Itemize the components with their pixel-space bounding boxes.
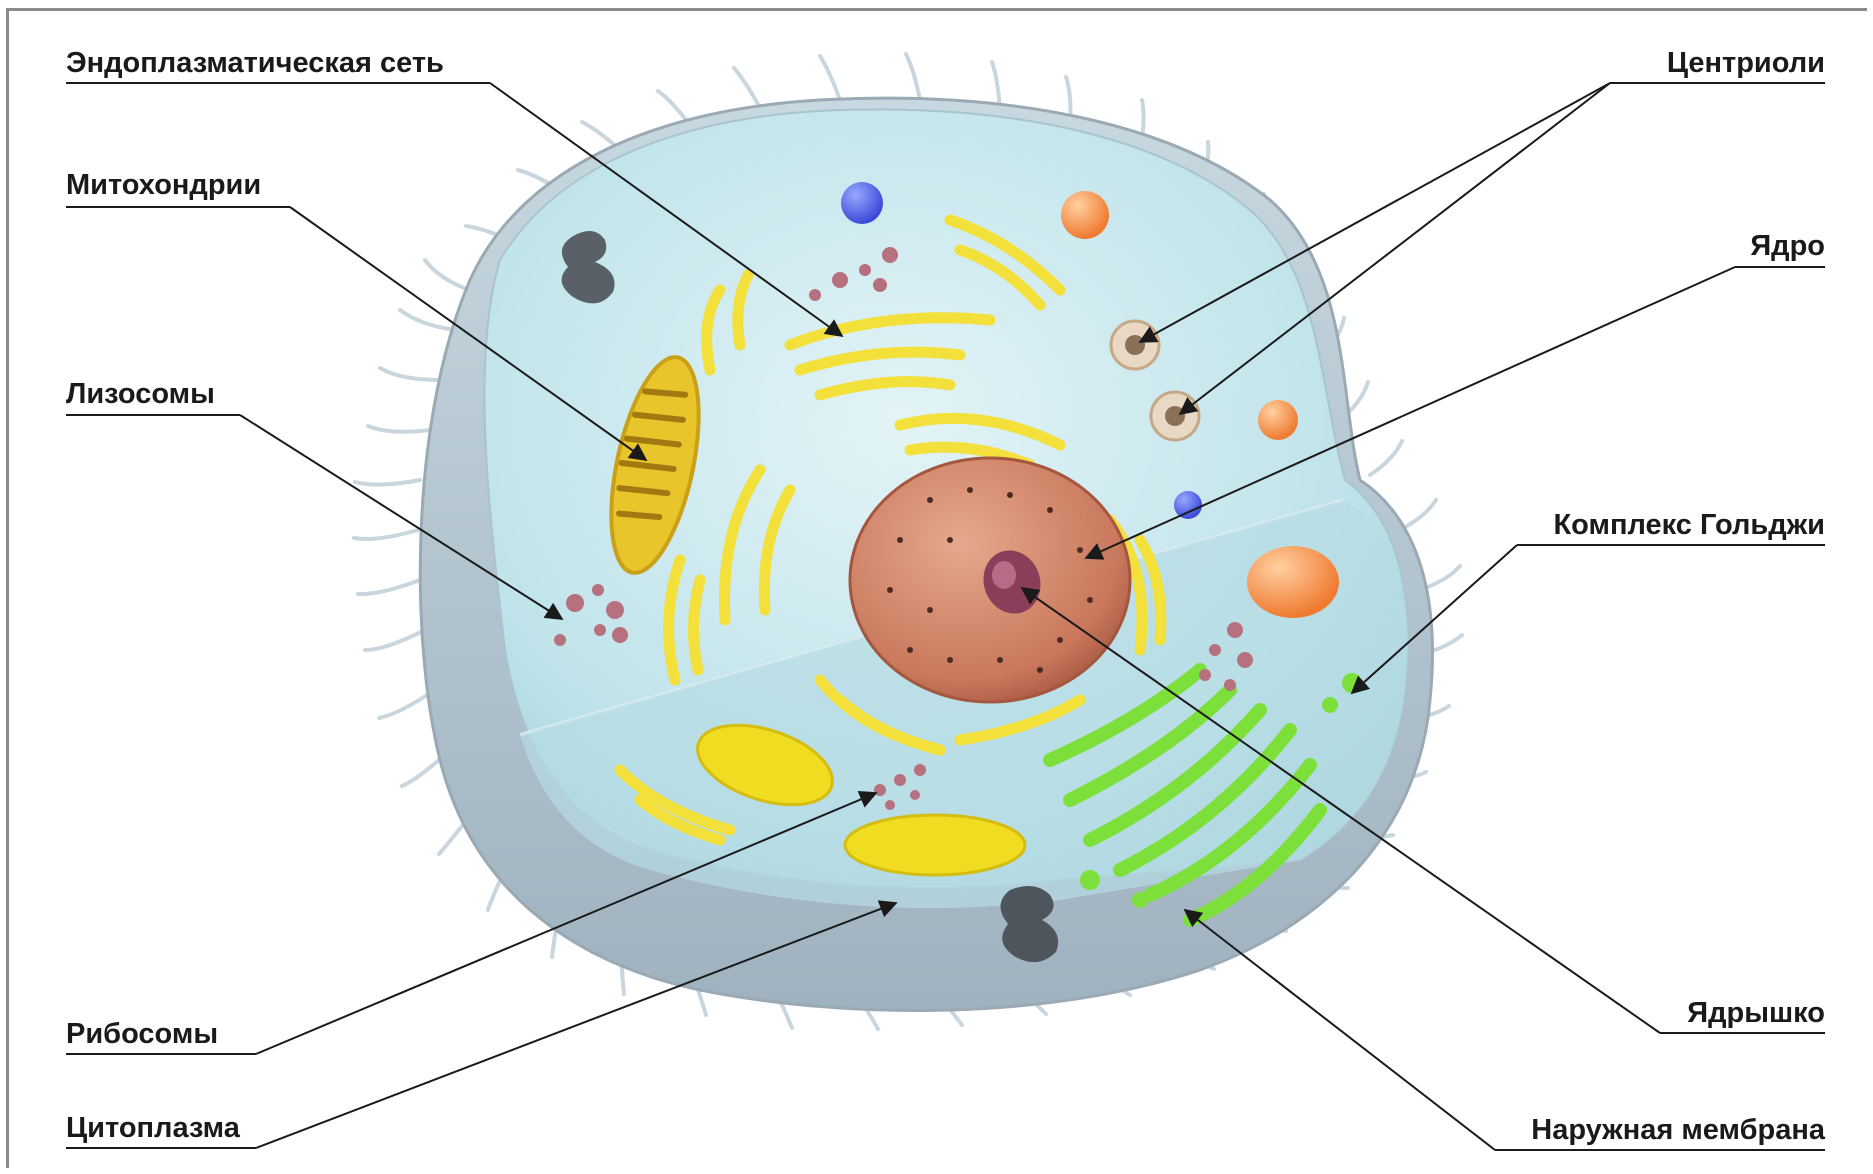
nucleolus-highlight — [992, 561, 1016, 589]
orange-vesicle-large — [1247, 546, 1339, 618]
label-centrioles: Центриоли — [1667, 46, 1825, 80]
label-outer-membrane: Наружная мембрана — [1531, 1113, 1825, 1147]
label-endoplasmic-reticulum: Эндоплазматическая сеть — [66, 46, 444, 80]
orange-vesicle-top — [1061, 191, 1109, 239]
label-golgi: Комплекс Гольджи — [1553, 508, 1825, 542]
label-ribosomes: Рибосомы — [66, 1017, 218, 1051]
orange-vesicle-right — [1258, 400, 1298, 440]
label-mitochondria: Митохондрии — [66, 168, 261, 202]
leader-outer-membrane — [1185, 910, 1495, 1150]
label-lysosomes: Лизосомы — [66, 377, 215, 411]
label-cytoplasm: Цитоплазма — [66, 1111, 240, 1145]
centriole-upper — [1111, 321, 1159, 369]
label-nucleolus: Ядрышко — [1687, 996, 1825, 1030]
label-nucleus: Ядро — [1750, 229, 1825, 263]
vacuole-bottom — [845, 815, 1025, 875]
blue-vesicle-top — [841, 182, 883, 224]
blue-vesicle-small — [1174, 491, 1202, 519]
centriole-lower — [1151, 392, 1199, 440]
